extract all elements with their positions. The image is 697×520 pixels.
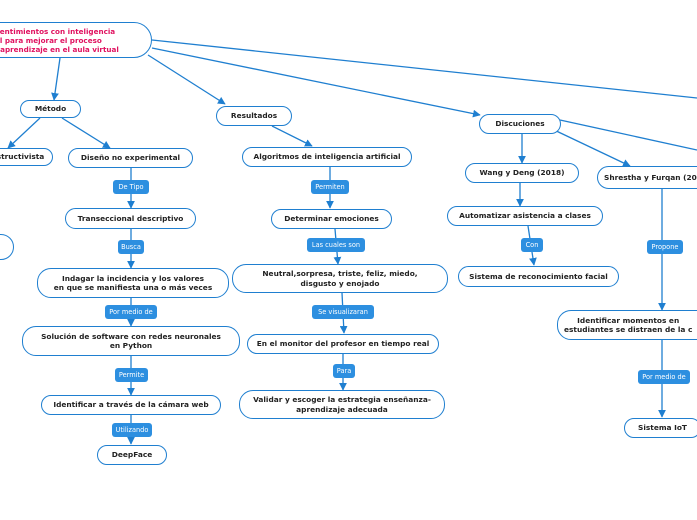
node-solucion-software[interactable]: Solución de software con redes neuronale…: [22, 326, 240, 356]
connector-resultados-algoritmos: [271, 125, 313, 147]
node-shrestha-furqan[interactable]: Shrestha y Furqan (20: [597, 166, 697, 189]
node-wang-deng[interactable]: Wang y Deng (2018): [465, 163, 579, 183]
node-deepface[interactable]: DeepFace: [97, 445, 167, 465]
tag-por-medio-de-iot: Por medio de: [638, 370, 690, 384]
branch-discusiones[interactable]: Discuciones: [479, 114, 561, 134]
connector-discusiones-shrestha: [549, 127, 631, 167]
connector-title-resultados: [147, 54, 226, 105]
node-validar-estrategia[interactable]: Validar y escoger la estrategia enseñanz…: [239, 390, 445, 419]
tag-con: Con: [521, 238, 543, 252]
node-sistema-reconocimiento-facial[interactable]: Sistema de reconocimiento facial: [458, 266, 619, 287]
branch-metodo[interactable]: Método: [20, 100, 81, 118]
node-monitor-profesor[interactable]: En el monitor del profesor en tiempo rea…: [247, 334, 439, 354]
tag-de-tipo: De Tipo: [113, 180, 149, 194]
node-algoritmos-ia[interactable]: Algoritmos de inteligencia artificial: [242, 147, 412, 167]
node-determinar-emociones[interactable]: Determinar emociones: [271, 209, 392, 229]
node-identificar-momentos[interactable]: Identificar momentos en estudiantes se d…: [557, 310, 697, 340]
connector-metodo-diseno: [61, 117, 111, 149]
node-automatizar-asistencia[interactable]: Automatizar asistencia a clases: [447, 206, 603, 226]
tag-se-visualizaran: Se visualizaran: [312, 305, 374, 319]
connector-title-offscreen: [151, 39, 697, 99]
branch-resultados[interactable]: Resultados: [216, 106, 292, 126]
tag-por-medio-de: Por medio de: [105, 305, 157, 319]
connector-metodo-constructivista: [7, 117, 41, 149]
node-indagar-incidencia[interactable]: Indagar la incidencia y los valores en q…: [37, 268, 229, 298]
node-transeccional-descriptivo[interactable]: Transeccional descriptivo: [65, 208, 196, 229]
connector-title-discusiones: [151, 47, 481, 118]
node-identificar-camara[interactable]: Identificar a través de la cámara web: [41, 395, 221, 415]
tag-propone: Propone: [647, 240, 683, 254]
node-lista-emociones[interactable]: Neutral,sorpresa, triste, feliz, miedo, …: [232, 264, 448, 293]
node-constructivista[interactable]: structivista: [0, 148, 53, 166]
tag-las-cuales-son: Las cuales son: [307, 238, 365, 252]
central-topic[interactable]: de sentimientos con inteligencia ficial …: [0, 22, 152, 58]
tag-para: Para: [333, 364, 355, 378]
tag-busca: Busca: [118, 240, 144, 254]
tag-utilizando: Utilizando: [112, 423, 152, 437]
node-sistema-iot[interactable]: Sistema IoT: [624, 418, 697, 438]
tag-permite: Permite: [115, 368, 148, 382]
node-diseno-no-experimental[interactable]: Diseño no experimental: [68, 148, 193, 168]
tag-permiten: Permiten: [311, 180, 349, 194]
connector-discusiones-offscreen: [559, 119, 697, 151]
connector-title-metodo: [51, 57, 61, 101]
